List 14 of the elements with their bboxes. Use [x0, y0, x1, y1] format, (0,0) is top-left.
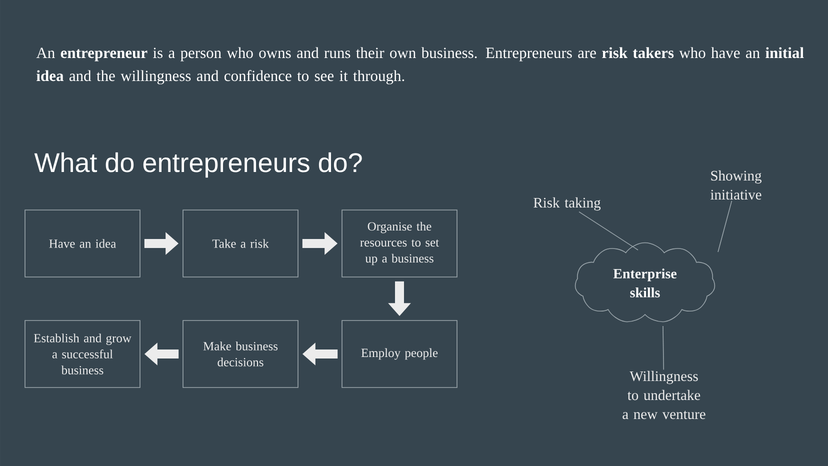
intro-paragraph: An entrepreneur is a person who owns and runs their own business. Entrepreneurs are risk takers who have an initial idea and the willingness and confidence to see it through.: [36, 47, 804, 84]
callout-text: Showing initiative: [710, 170, 762, 200]
process-box: Take a risk: [182, 210, 298, 278]
leader-line: [578, 211, 638, 250]
leader-line: [718, 200, 732, 252]
callout-text: Risk taking: [534, 197, 601, 211]
heading: What do entrepreneurs do?: [34, 152, 362, 178]
process-box: Have an idea: [24, 210, 140, 278]
callout-text: Willingness to undertake a new venture: [622, 370, 706, 420]
process-box: Establish and grow a successful business: [24, 320, 140, 388]
process-box: Employ people: [342, 320, 458, 388]
leader-line: [662, 326, 664, 370]
process-box: Make business decisions: [182, 320, 298, 388]
process-box: Organise the resources to set up a business: [342, 210, 458, 278]
